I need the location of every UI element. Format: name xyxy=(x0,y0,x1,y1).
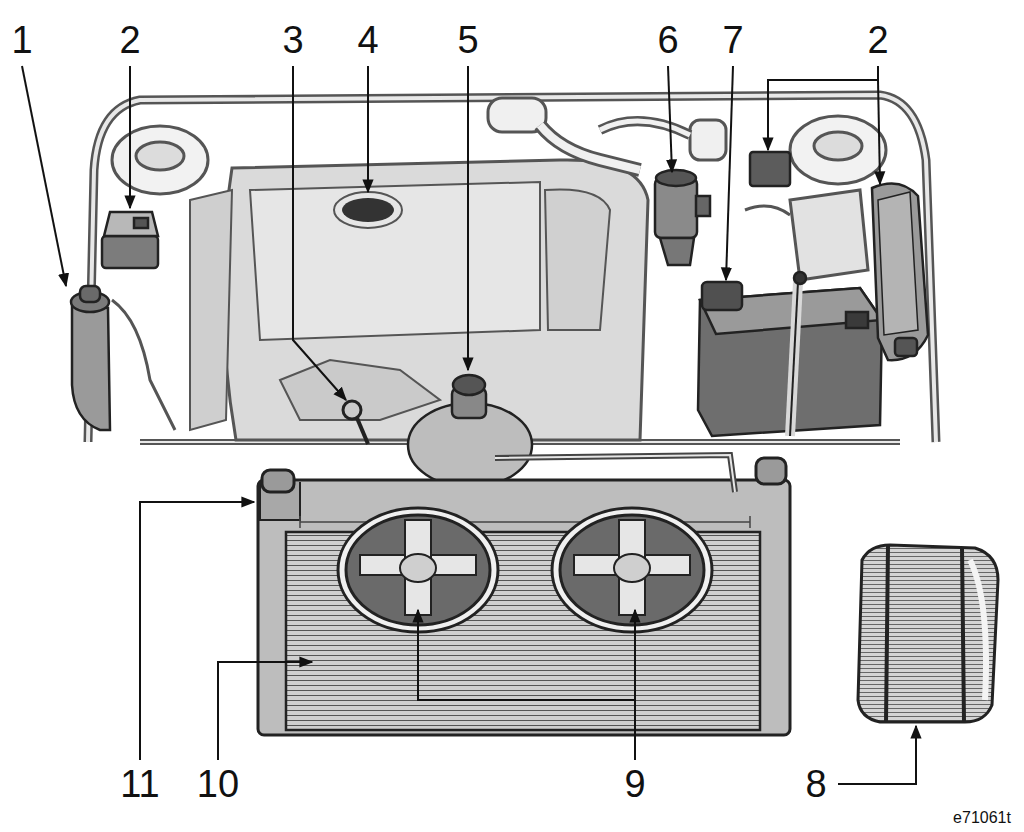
coolant-reservoir xyxy=(872,184,928,361)
callout-number: 8 xyxy=(805,765,826,803)
callout-number: 7 xyxy=(722,21,743,59)
callout-number: 11 xyxy=(120,765,159,803)
callout-number: 4 xyxy=(357,21,378,59)
dipstick xyxy=(343,401,368,444)
engine-bay xyxy=(88,95,936,442)
brake-booster xyxy=(408,375,532,487)
oil-filler-cap xyxy=(334,192,402,228)
callout-number: 6 xyxy=(657,21,678,59)
air-filter xyxy=(858,545,998,722)
callout-number: 9 xyxy=(624,765,645,803)
air-intake xyxy=(488,98,726,170)
brake-fluid-reservoir xyxy=(655,170,710,265)
callout-number: 1 xyxy=(11,21,32,59)
callout-number: 5 xyxy=(457,21,478,59)
cooling-fan xyxy=(338,508,712,632)
radiator xyxy=(258,455,790,735)
fuse-box xyxy=(102,212,158,268)
figure-code: e71061t xyxy=(953,810,1011,826)
leader-lines xyxy=(22,66,916,784)
callout-number: 3 xyxy=(282,21,303,59)
engine-cover xyxy=(190,160,648,440)
battery xyxy=(698,272,882,436)
callout-number: 2 xyxy=(119,21,140,59)
filler-neck xyxy=(71,286,175,430)
relay-box xyxy=(745,152,790,215)
callout-number: 10 xyxy=(197,765,239,803)
washer-tank xyxy=(790,190,868,280)
callout-number: 2 xyxy=(867,21,888,59)
